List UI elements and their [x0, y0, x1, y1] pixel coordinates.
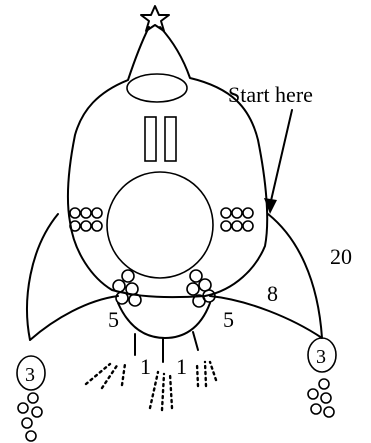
exhaust-flames [84, 360, 218, 412]
label-1-right: 1 [176, 354, 187, 379]
label-8: 8 [267, 281, 278, 306]
left-dangling-circles [17, 392, 43, 442]
label-5-right: 5 [223, 307, 234, 332]
start-arrow-line [269, 109, 293, 206]
left-pod [16, 355, 46, 391]
right-slot [164, 116, 177, 162]
engine-nozzle [117, 302, 211, 339]
exhaust-line-right [192, 331, 199, 351]
rocket-hull [66, 26, 269, 299]
label-1-left: 1 [140, 354, 151, 379]
left-circle-cluster [69, 207, 103, 232]
label-20: 20 [330, 244, 352, 269]
left-slot [144, 116, 157, 162]
right-ring-cluster [186, 269, 216, 308]
left-ring-cluster [112, 269, 142, 307]
start-arrow-head [264, 198, 277, 214]
label-5-left: 5 [108, 307, 119, 332]
start-label: Start here [228, 82, 313, 107]
porthole-oval [126, 73, 188, 103]
right-fin [209, 213, 323, 339]
left-fin [26, 213, 119, 341]
label-3-left: 3 [25, 364, 35, 386]
right-pod [307, 337, 337, 373]
label-3-right: 3 [316, 346, 326, 368]
central-circle [106, 171, 214, 279]
right-circle-cluster [220, 207, 254, 232]
star-icon [140, 5, 170, 32]
right-dangling-circles [307, 378, 335, 418]
